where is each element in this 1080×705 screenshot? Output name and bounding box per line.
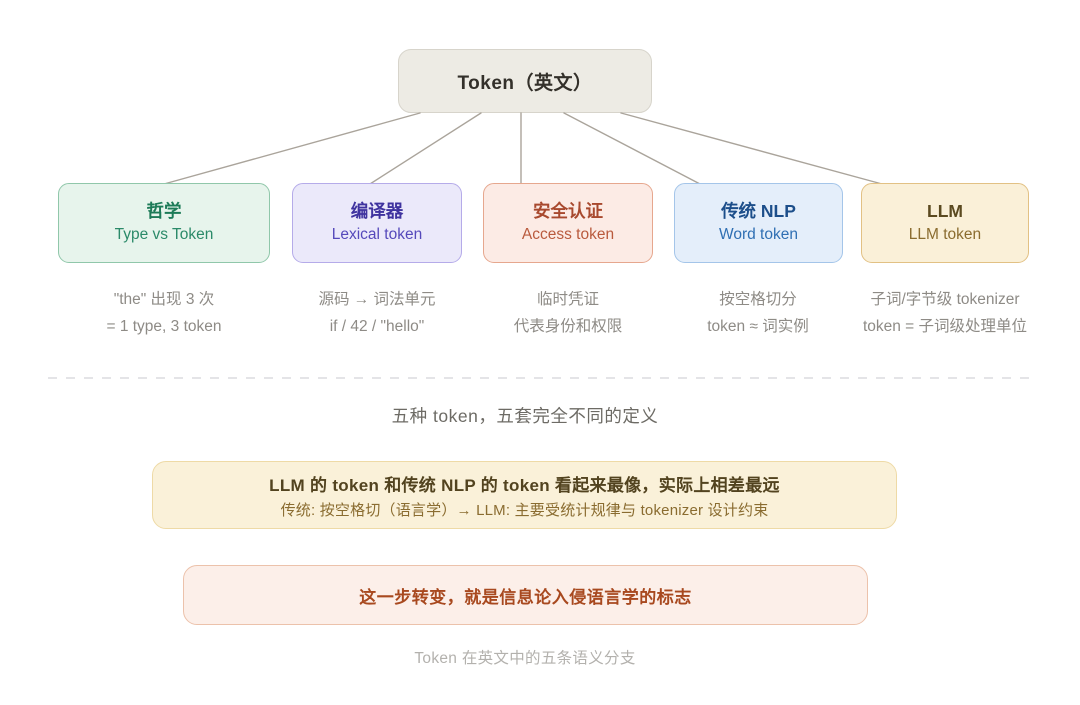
branch-node-traditional-nlp: 传统 NLP Word token <box>674 183 843 263</box>
root-node-label: Token（英文） <box>457 72 593 94</box>
branch-subtitle: Type vs Token <box>114 226 214 244</box>
branch-node-llm: LLM LLM token <box>861 183 1029 263</box>
edge-to-compiler <box>369 112 482 185</box>
branch-node-philosophy: 哲学 Type vs Token <box>58 183 270 263</box>
branch-description-line1: 按空格切分 <box>719 291 797 308</box>
callout-conclusion-text: 这一步转变，就是信息论入侵语言学的标志 <box>359 587 692 607</box>
branch-subtitle: Access token <box>521 226 615 244</box>
edge-to-llm <box>620 112 883 185</box>
branch-description-line2: if / 42 / "hello" <box>329 318 425 335</box>
callout-comparison-line2: 传统: 按空格切（语言学）→ LLM: 主要受统计规律与 tokenizer 设… <box>280 501 769 519</box>
callout-comparison: LLM 的 token 和传统 NLP 的 token 看起来最像，实际上相差最… <box>152 461 897 529</box>
branch-node-security: 安全认证 Access token <box>483 183 653 263</box>
branch-description-security: 临时凭证 代表身份和权限 <box>443 286 693 340</box>
branch-description-compiler: 源码 → 词法单元 if / 42 / "hello" <box>252 286 502 340</box>
branch-description-line2: 代表身份和权限 <box>513 318 623 335</box>
dashed-divider <box>48 377 1032 379</box>
branch-title: 编译器 <box>350 201 404 222</box>
branch-description-llm: 子词/字节级 tokenizer token = 子词级处理单位 <box>820 286 1070 340</box>
description-row: "the" 出现 3 次 = 1 type, 3 token 源码 → 词法单元… <box>0 286 1080 346</box>
edge-to-traditional-nlp <box>563 112 701 185</box>
branch-description-line1: 源码 → 词法单元 <box>318 291 436 308</box>
branch-description-line2: token ≈ 词实例 <box>707 318 809 335</box>
branch-row: 哲学 Type vs Token 编译器 Lexical token 安全认证 … <box>0 183 1080 263</box>
branch-title: LLM <box>927 201 963 222</box>
callout-comparison-line1: LLM 的 token 和传统 NLP 的 token 看起来最像，实际上相差最… <box>269 475 780 495</box>
figure-caption: Token 在英文中的五条语义分支 <box>414 650 636 667</box>
callout-conclusion: 这一步转变，就是信息论入侵语言学的标志 <box>183 565 868 625</box>
branch-subtitle: LLM token <box>908 226 982 244</box>
branch-title: 传统 NLP <box>721 201 796 222</box>
branch-description-line2: token = 子词级处理单位 <box>862 318 1028 335</box>
branch-subtitle: Lexical token <box>331 226 423 244</box>
branch-node-compiler: 编译器 Lexical token <box>292 183 462 263</box>
branch-description-line1: 临时凭证 <box>536 291 599 308</box>
root-node: Token（英文） <box>398 49 652 113</box>
edge-to-philosophy <box>163 112 421 185</box>
branch-description-line1: 子词/字节级 tokenizer <box>870 291 1020 308</box>
branch-description-line1: "the" 出现 3 次 <box>113 291 215 308</box>
summary-text: 五种 token，五套完全不同的定义 <box>391 406 659 426</box>
branch-title: 安全认证 <box>533 201 603 222</box>
branch-description-line2: = 1 type, 3 token <box>106 318 222 335</box>
branch-subtitle: Word token <box>719 226 798 244</box>
branch-description-philosophy: "the" 出现 3 次 = 1 type, 3 token <box>39 286 289 340</box>
branch-title: 哲学 <box>146 201 182 222</box>
branch-description-traditional-nlp: 按空格切分 token ≈ 词实例 <box>633 286 883 340</box>
